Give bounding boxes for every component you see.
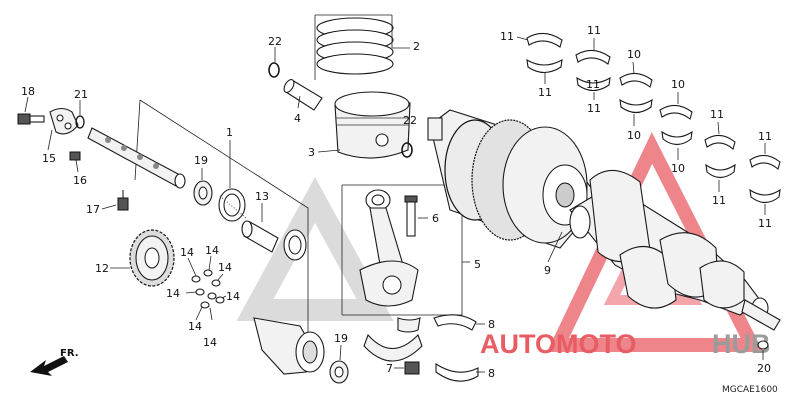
rod-bolt-6 [404, 195, 428, 237]
dowel-pin-21 [75, 100, 85, 129]
collar-13 [241, 203, 279, 253]
rod-bearing-lower [435, 362, 485, 382]
callout-label: 10 [671, 78, 685, 91]
callout-label: 21 [74, 88, 88, 101]
callout-label: 10 [627, 48, 641, 61]
needle-bearing [218, 140, 247, 222]
output-hub [253, 317, 325, 375]
watermark-text-part1: AUTOMOTO [480, 329, 637, 359]
balancer-shaft-assembly [427, 109, 601, 249]
bolt-17 [101, 190, 129, 211]
callout-label: 19 [334, 332, 348, 345]
callout-label: 11 [538, 86, 552, 99]
watermark-brand-mark [236, 177, 394, 321]
rod-cap [363, 317, 423, 362]
callout-label: 11 [500, 30, 514, 43]
callout-label: 9 [544, 264, 551, 277]
callout-label: 18 [21, 85, 35, 98]
callout-label: 11 [587, 24, 601, 37]
callout-label: 1 [226, 126, 233, 139]
callout-label: 11 [758, 217, 772, 230]
callout-label: 11 [758, 130, 772, 143]
primary-shaft [87, 127, 186, 189]
callout-label: 3 [308, 146, 315, 159]
callout-label: 11 [712, 194, 726, 207]
shaft-group-frame [134, 99, 309, 345]
front-direction-arrow: FR. [30, 348, 79, 376]
needle-bearing-rear [283, 229, 307, 261]
callout-label: 7 [386, 362, 393, 375]
callout-label: 14 [226, 290, 240, 303]
callout-label: 5 [474, 258, 481, 271]
callout-label: 14 [166, 287, 180, 300]
callout-label: 8 [488, 318, 495, 331]
callout-label: 6 [432, 212, 439, 225]
callout-label: 4 [294, 112, 301, 125]
front-direction-label: FR. [60, 348, 79, 359]
callout-label: 14 [218, 261, 232, 274]
callout-label: 14 [180, 246, 194, 259]
callout-label: 11 [586, 78, 600, 91]
diagram-code: MGCAE1600 [722, 385, 778, 395]
callout-label: 2 [413, 40, 420, 53]
piston-pin-clip-lower [401, 127, 413, 158]
callout-label: 19 [194, 154, 208, 167]
setting-plate [47, 107, 79, 151]
callout-label: 22 [403, 114, 417, 127]
bolt-16 [69, 151, 81, 173]
callout-label: 14 [205, 244, 219, 257]
piston-pin [283, 79, 323, 111]
callout-label: 11 [710, 108, 724, 121]
piston-pin-clip-upper [268, 47, 280, 78]
piston [317, 91, 411, 159]
connecting-rod [359, 189, 470, 307]
callout-label: 11 [587, 102, 601, 115]
primary-drive-gear [110, 229, 175, 287]
piston-rings [314, 14, 410, 80]
callout-label: 10 [671, 162, 685, 175]
bolt-18 [17, 96, 45, 125]
balancer-weights [185, 255, 227, 321]
callout-label: 14 [188, 320, 202, 333]
washer-19b [329, 344, 349, 384]
callout-label: 8 [488, 367, 495, 380]
callout-labels: 2 22 4 3 22 18 21 15 16 1 19 13 17 12 14… [21, 24, 772, 380]
main-bearings [516, 32, 781, 215]
callout-label: 20 [757, 362, 771, 375]
thrust-washer-19 [193, 168, 213, 206]
callout-label: 15 [42, 152, 56, 165]
rod-nut-7 [394, 361, 420, 375]
rod-bearing-upper [433, 314, 485, 331]
crank-key-20 [757, 340, 769, 360]
callout-label: 14 [203, 336, 217, 349]
callout-label: 13 [255, 190, 269, 203]
callout-label: 16 [73, 174, 87, 187]
callout-label: 17 [86, 203, 100, 216]
callout-label: 10 [627, 129, 641, 142]
callout-label: 22 [268, 35, 282, 48]
crankshaft [547, 169, 781, 331]
piston-group-frame [341, 184, 463, 316]
callout-label: 12 [95, 262, 109, 275]
